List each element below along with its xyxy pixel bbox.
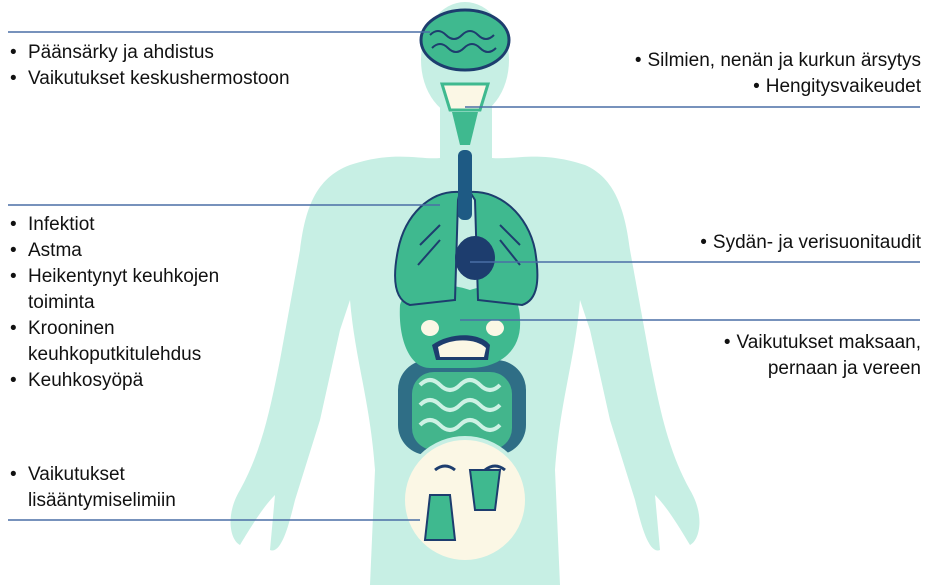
brain-icon [421, 10, 509, 70]
label-eye-nose-throat: Silmien, nenän ja kurkun ärsytys [581, 48, 921, 74]
label-asthma: Astma [10, 238, 280, 264]
label-central-nervous: Vaikutukset keskushermostoon [10, 66, 290, 92]
brain-effects-list: Päänsärky ja ahdistus Vaikutukset keskus… [10, 40, 290, 92]
label-lung-cancer: Keuhkosyöpä [10, 368, 280, 394]
label-cardiovascular: Sydän- ja verisuonitaudit [621, 230, 921, 256]
label-liver-spleen: Vaikutukset maksaan, [621, 330, 921, 356]
reproductive-icon [403, 438, 527, 562]
heart-effects-list: Sydän- ja verisuonitaudit [621, 230, 921, 256]
label-liver-spleen-cont: pernaan ja vereen [621, 356, 921, 382]
eyes-effects-list: Silmien, nenän ja kurkun ärsytys Hengity… [581, 48, 921, 100]
trachea-icon [458, 150, 472, 220]
label-infections: Infektiot [10, 212, 280, 238]
label-breathing-difficulty: Hengitysvaikeudet [581, 74, 921, 100]
lung-effects-list: Infektiot Astma Heikentynyt keuhkojentoi… [10, 212, 280, 394]
liver-effects-list: Vaikutukset maksaan, pernaan ja vereen [621, 330, 921, 382]
label-headache-anxiety: Päänsärky ja ahdistus [10, 40, 290, 66]
heart-icon [455, 236, 495, 280]
